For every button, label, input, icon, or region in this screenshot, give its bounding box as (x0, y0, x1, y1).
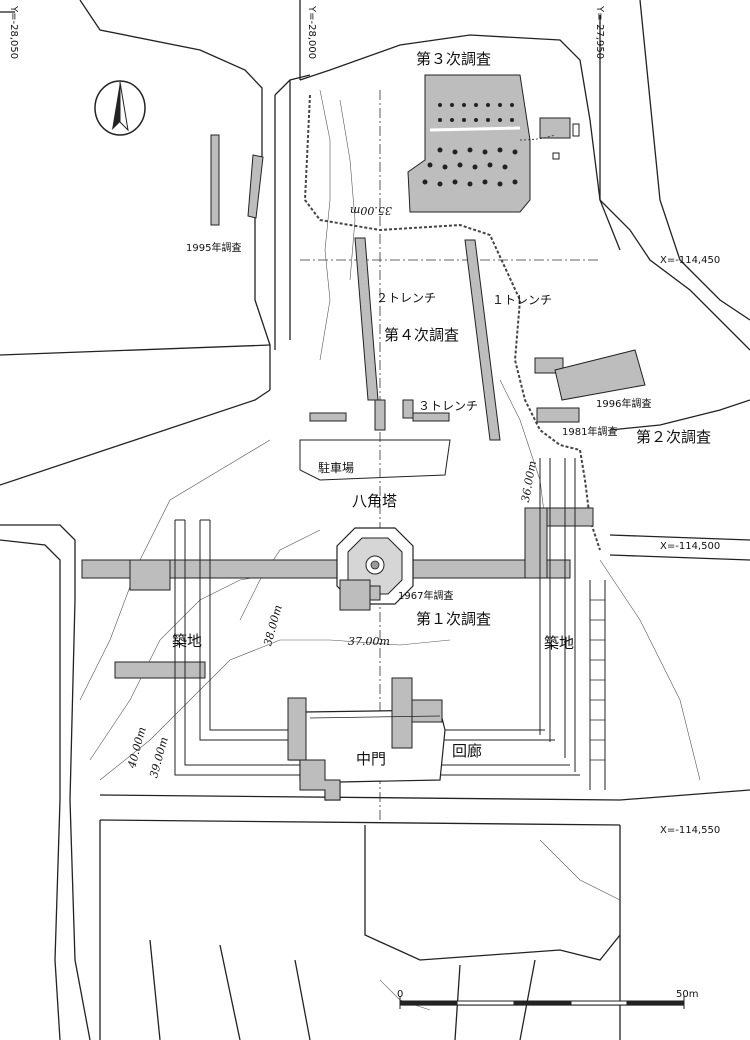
octagonal-pagoda (336, 527, 414, 611)
label-1995-survey: 1995年調査 (186, 243, 242, 254)
label-contour-37: 37.00m (348, 635, 390, 648)
label-1996-survey: 1996年調査 (596, 399, 652, 410)
scale-end-label: 50m (676, 989, 699, 1000)
label-contour-35: 35.00m (350, 204, 392, 217)
label-1981-survey: 1981年調査 (562, 427, 618, 438)
survey-1996-1981 (534, 349, 646, 423)
label-wall-right: 築地 (544, 634, 575, 652)
wall-ticks (590, 599, 605, 761)
trenches (309, 237, 501, 441)
scale-start-label: 0 (397, 989, 404, 1000)
label-second-survey: 第２次調査 (636, 428, 712, 446)
label-octagonal-pagoda: 八角塔 (352, 492, 398, 510)
third-survey-area (407, 74, 580, 213)
grid-label-y-left: Y=-28,050 (8, 6, 19, 60)
contour-lines (79, 89, 701, 1011)
label-trench-1: １トレンチ (492, 293, 553, 307)
label-third-survey: 第３次調査 (416, 50, 492, 68)
label-1967-survey: 1967年調査 (398, 591, 454, 602)
grid-label-x-bottom: X=-114,550 (660, 825, 721, 836)
scale-bar (399, 996, 685, 1009)
main-ew-trench (81, 507, 594, 679)
grid-label-x-top: X=-114,450 (660, 255, 721, 266)
label-first-survey: 第１次調査 (416, 610, 492, 628)
axis-lines (300, 90, 600, 820)
label-corridor: 回廊 (452, 742, 483, 760)
stone-boundary (303, 94, 601, 551)
north-arrow-icon (94, 80, 146, 136)
survey-1995-strips (210, 134, 264, 226)
parking-lot (299, 439, 451, 481)
grid-label-y-right: Y=-27,950 (594, 6, 605, 60)
label-trench-2: ２トレンチ (376, 291, 437, 305)
label-middle-gate: 中門 (356, 750, 387, 768)
grid-label-x-mid: X=-114,500 (660, 541, 721, 552)
label-fourth-survey: 第４次調査 (384, 326, 460, 344)
label-wall-left: 築地 (172, 632, 203, 650)
grid-label-y-mid: Y=-28,000 (306, 6, 317, 60)
middle-gate-corridor (287, 677, 446, 801)
label-trench-3: ３トレンチ (418, 399, 479, 413)
label-parking: 駐車場 (318, 461, 355, 475)
